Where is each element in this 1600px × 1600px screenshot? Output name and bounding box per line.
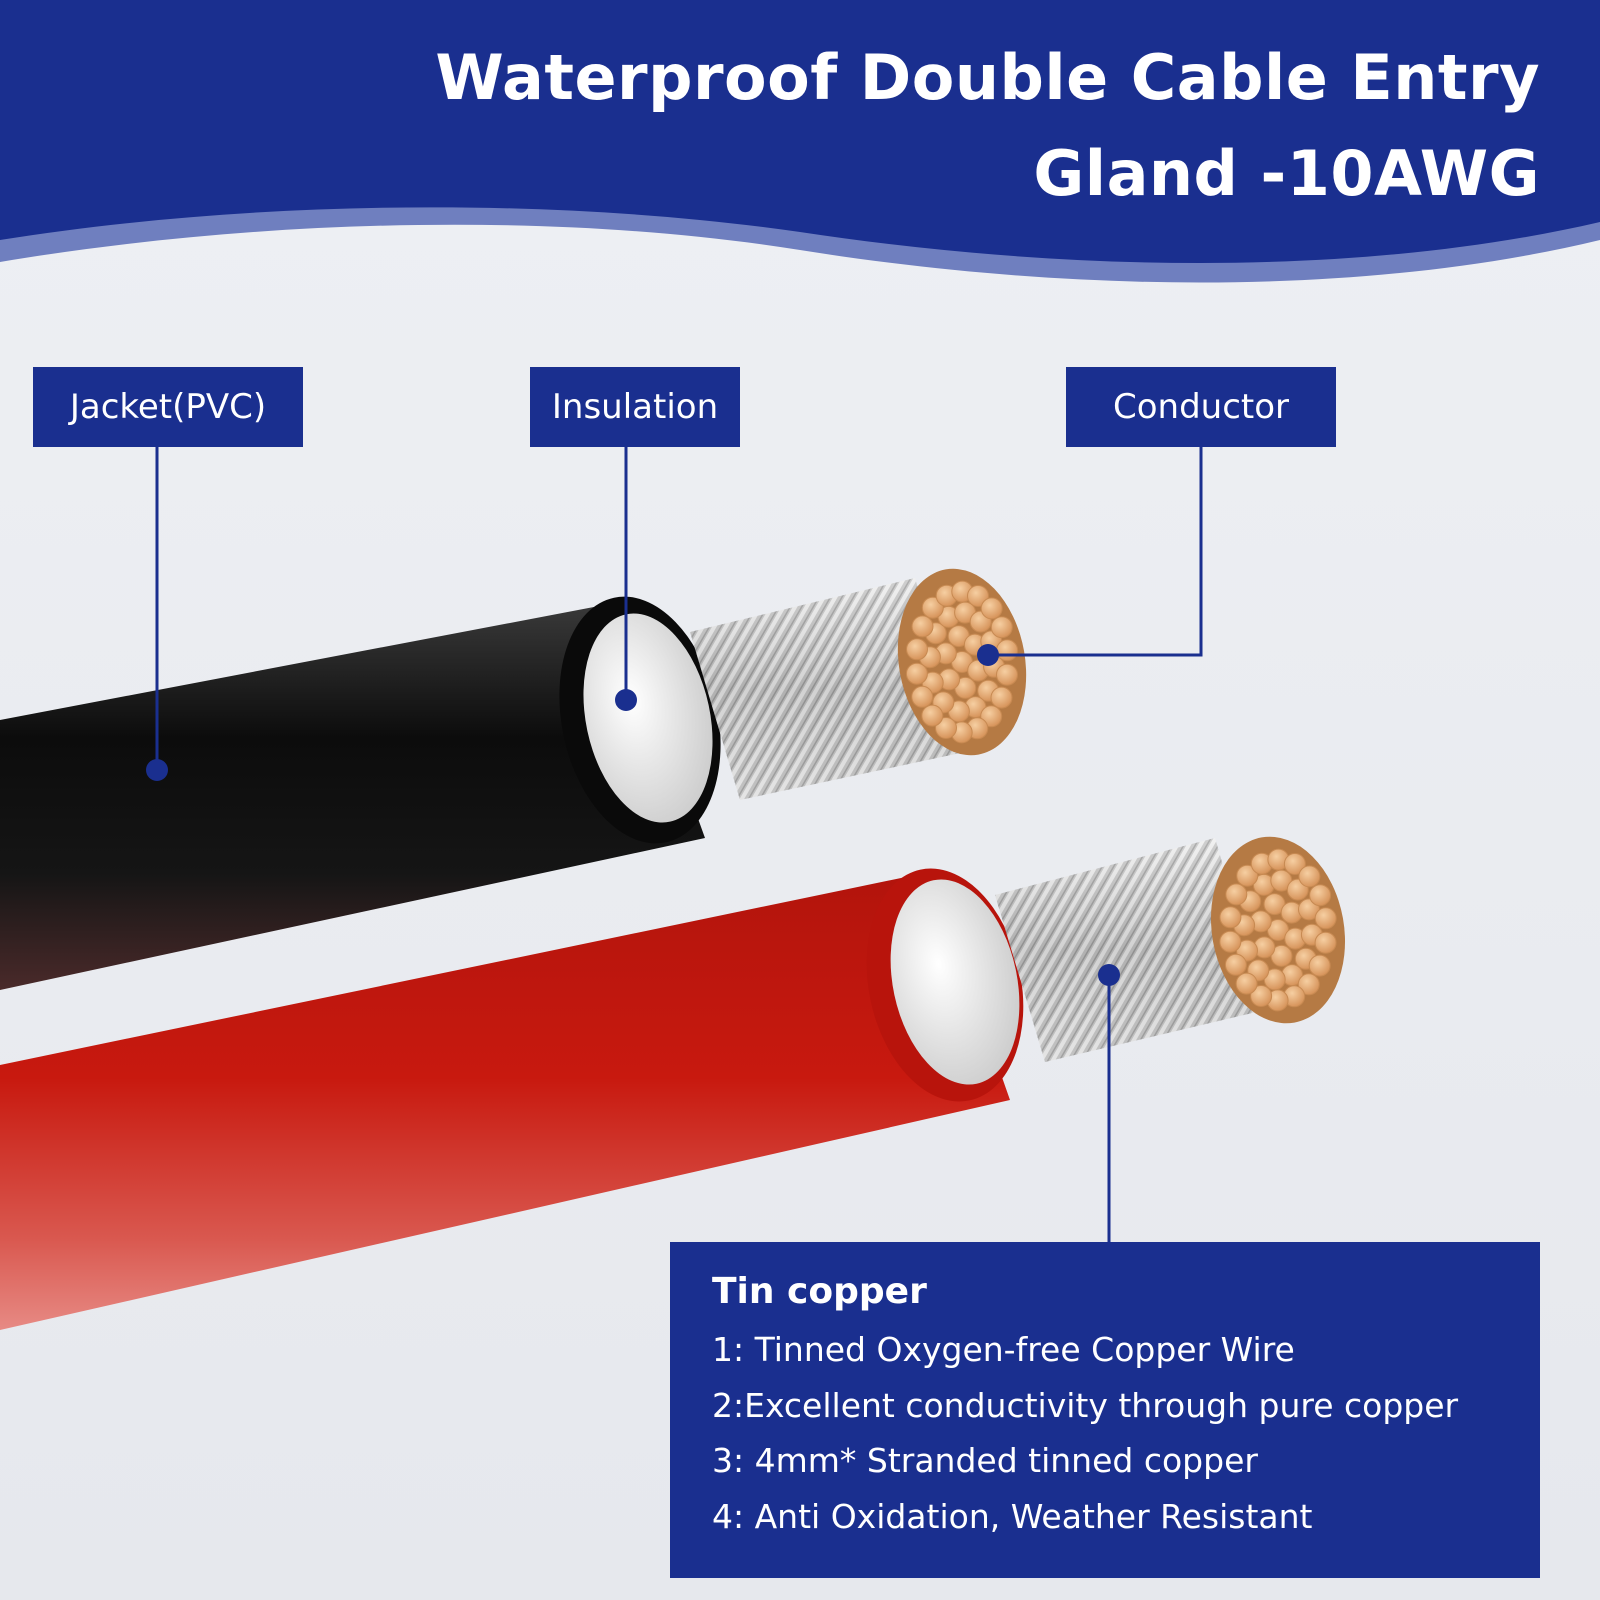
title-line-2: Gland -10AWG bbox=[1033, 137, 1540, 210]
copper-strand bbox=[1283, 853, 1306, 875]
copper-strand bbox=[996, 639, 1019, 662]
copper-strand bbox=[990, 686, 1013, 709]
copper-strand bbox=[1235, 972, 1258, 995]
copper-strand bbox=[1308, 954, 1331, 977]
copper-strand bbox=[921, 704, 944, 727]
black-jacket bbox=[0, 602, 705, 990]
copper-strand bbox=[1236, 864, 1259, 887]
title-line-1: Waterproof Double Cable Entry bbox=[435, 41, 1540, 114]
jacket-label: Jacket(PVC) bbox=[33, 367, 303, 447]
tin-copper-info-box: Tin copper 1: Tinned Oxygen-free Copper … bbox=[670, 1242, 1540, 1578]
copper-strand bbox=[906, 638, 928, 661]
copper-strand bbox=[980, 597, 1003, 620]
info-line: 1: Tinned Oxygen-free Copper Wire bbox=[712, 1330, 1295, 1369]
copper-strand bbox=[1309, 884, 1332, 907]
black-insulation bbox=[583, 613, 713, 823]
copper-strand bbox=[911, 685, 934, 708]
copper-strand bbox=[1225, 883, 1248, 906]
copper-strand bbox=[1298, 865, 1321, 888]
copper-strand bbox=[935, 717, 957, 739]
conductor-label: Conductor bbox=[1066, 367, 1336, 447]
black-cable bbox=[0, 568, 1027, 990]
copper-strand bbox=[1224, 953, 1247, 976]
tin-copper-marker-dot bbox=[1098, 964, 1120, 986]
info-line: 3: 4mm* Stranded tinned copper bbox=[712, 1441, 1258, 1480]
conductor-leader-line bbox=[988, 447, 1203, 657]
page-title: Waterproof Double Cable Entry Gland -10A… bbox=[340, 30, 1540, 222]
red-insulation bbox=[890, 879, 1020, 1085]
copper-strand bbox=[990, 616, 1013, 639]
copper-strand bbox=[967, 585, 989, 607]
info-line: 2:Excellent conductivity through pure co… bbox=[712, 1385, 1459, 1425]
header-band bbox=[0, 0, 1600, 263]
copper-strand bbox=[1297, 973, 1320, 996]
red-cable bbox=[0, 836, 1346, 1330]
copper-strand bbox=[1219, 906, 1242, 929]
copper-strand bbox=[1250, 985, 1273, 1007]
copper-strand bbox=[1314, 907, 1337, 930]
copper-strand bbox=[911, 615, 934, 638]
copper-strand bbox=[1219, 930, 1242, 953]
info-line: 4: Anti Oxidation, Weather Resistant bbox=[712, 1496, 1313, 1536]
copper-strand bbox=[905, 662, 928, 685]
insulation-marker-dot bbox=[615, 689, 637, 711]
conductor-marker-dot bbox=[977, 644, 999, 666]
jacket-marker-dot bbox=[146, 759, 168, 781]
black-copper-strands bbox=[905, 580, 1019, 744]
red-jacket bbox=[0, 872, 1010, 1330]
copper-strand bbox=[996, 663, 1018, 686]
red-copper-strands bbox=[1219, 848, 1337, 1012]
insulation-label: Insulation bbox=[530, 367, 740, 447]
copper-strand bbox=[1314, 931, 1337, 954]
info-title: Tin copper bbox=[712, 1271, 927, 1312]
